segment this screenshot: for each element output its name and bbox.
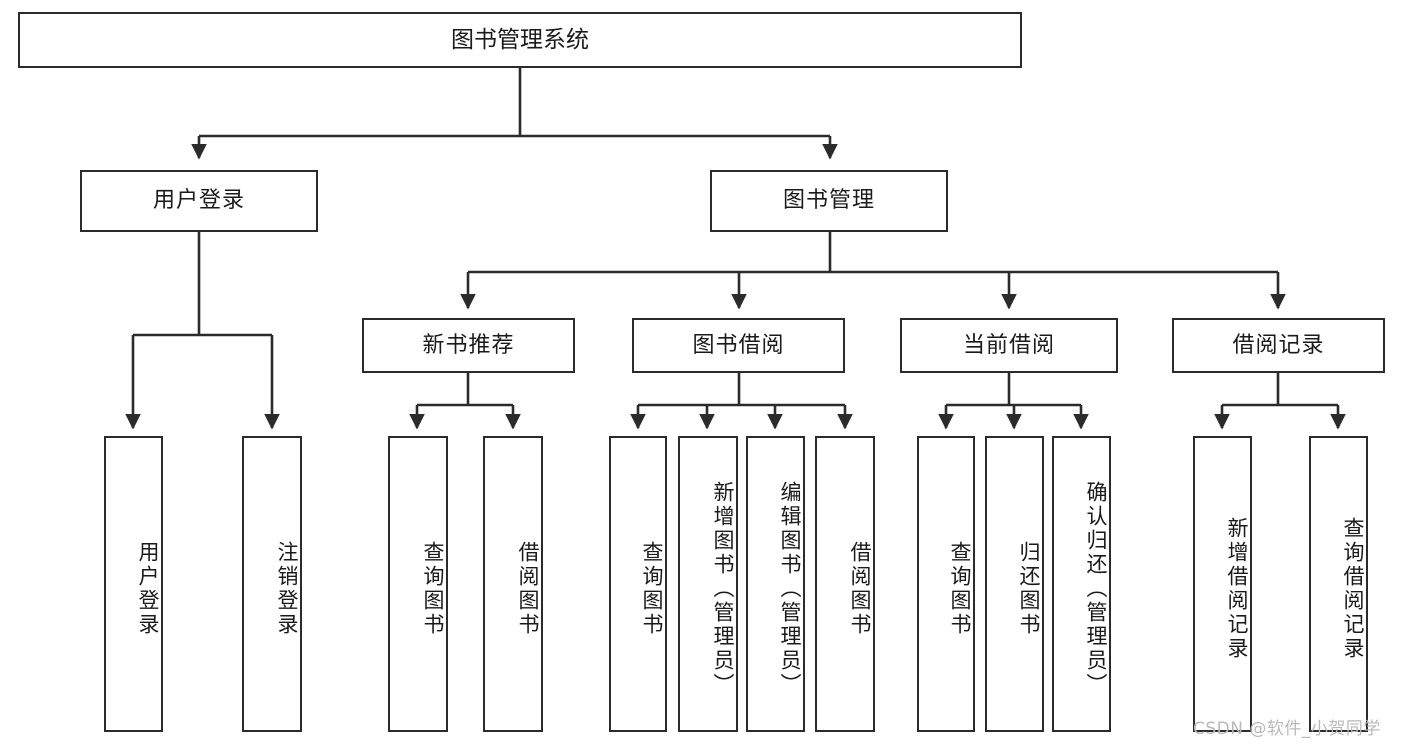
node-label: 确认归还（管理员） [1084,481,1108,697]
node-borrow-record[interactable]: 借阅记录 [1172,318,1385,373]
node-label: 查询图书 [421,541,445,637]
leaf-user-login-logout[interactable]: 注销登录 [242,436,302,732]
node-label: 归还图书 [1017,541,1041,637]
leaf-borrow-record-query-record[interactable]: 查询借阅记录 [1309,436,1368,732]
node-label: 查询图书 [948,541,972,637]
node-label: 注销登录 [275,541,299,637]
leaf-current-borrow-confirm-return-admin[interactable]: 确认归还（管理员） [1052,436,1111,732]
node-current-borrow[interactable]: 当前借阅 [900,318,1118,373]
node-label: 新增借阅记录 [1225,517,1249,661]
node-label: 当前借阅 [962,332,1055,358]
leaf-user-login-login[interactable]: 用户登录 [104,436,163,732]
leaf-new-book-query-book[interactable]: 查询图书 [388,436,448,732]
leaf-current-borrow-return-book[interactable]: 归还图书 [985,436,1044,732]
node-label: 查询借阅记录 [1341,517,1365,661]
node-label: 用户登录 [152,188,245,214]
node-label: 查询图书 [640,541,664,637]
node-label: 用户登录 [136,541,160,637]
node-root-book-management-system[interactable]: 图书管理系统 [18,12,1022,68]
node-label: 新增图书（管理员） [711,481,735,697]
node-label: 图书管理系统 [451,26,589,53]
node-label: 借阅图书 [848,541,872,637]
node-new-book-recommend[interactable]: 新书推荐 [362,318,575,373]
node-label: 图书管理 [782,188,875,214]
leaf-new-book-borrow-book[interactable]: 借阅图书 [483,436,543,732]
leaf-book-borrow-query-book[interactable]: 查询图书 [609,436,667,732]
node-label: 借阅记录 [1232,332,1325,358]
leaf-book-borrow-borrow-book[interactable]: 借阅图书 [815,436,875,732]
node-book-management[interactable]: 图书管理 [710,170,948,232]
node-user-login[interactable]: 用户登录 [80,170,318,232]
node-label: 借阅图书 [516,541,540,637]
leaf-book-borrow-edit-book-admin[interactable]: 编辑图书（管理员） [746,436,805,732]
node-label: 图书借阅 [692,332,785,358]
leaf-book-borrow-add-book-admin[interactable]: 新增图书（管理员） [678,436,738,732]
leaf-borrow-record-add-record[interactable]: 新增借阅记录 [1193,436,1252,732]
node-label: 编辑图书（管理员） [778,481,802,697]
watermark: CSDN @软件_小贺同学 [1193,719,1381,739]
leaf-current-borrow-query-book[interactable]: 查询图书 [917,436,975,732]
node-label: 新书推荐 [422,332,515,358]
node-book-borrow[interactable]: 图书借阅 [632,318,845,373]
